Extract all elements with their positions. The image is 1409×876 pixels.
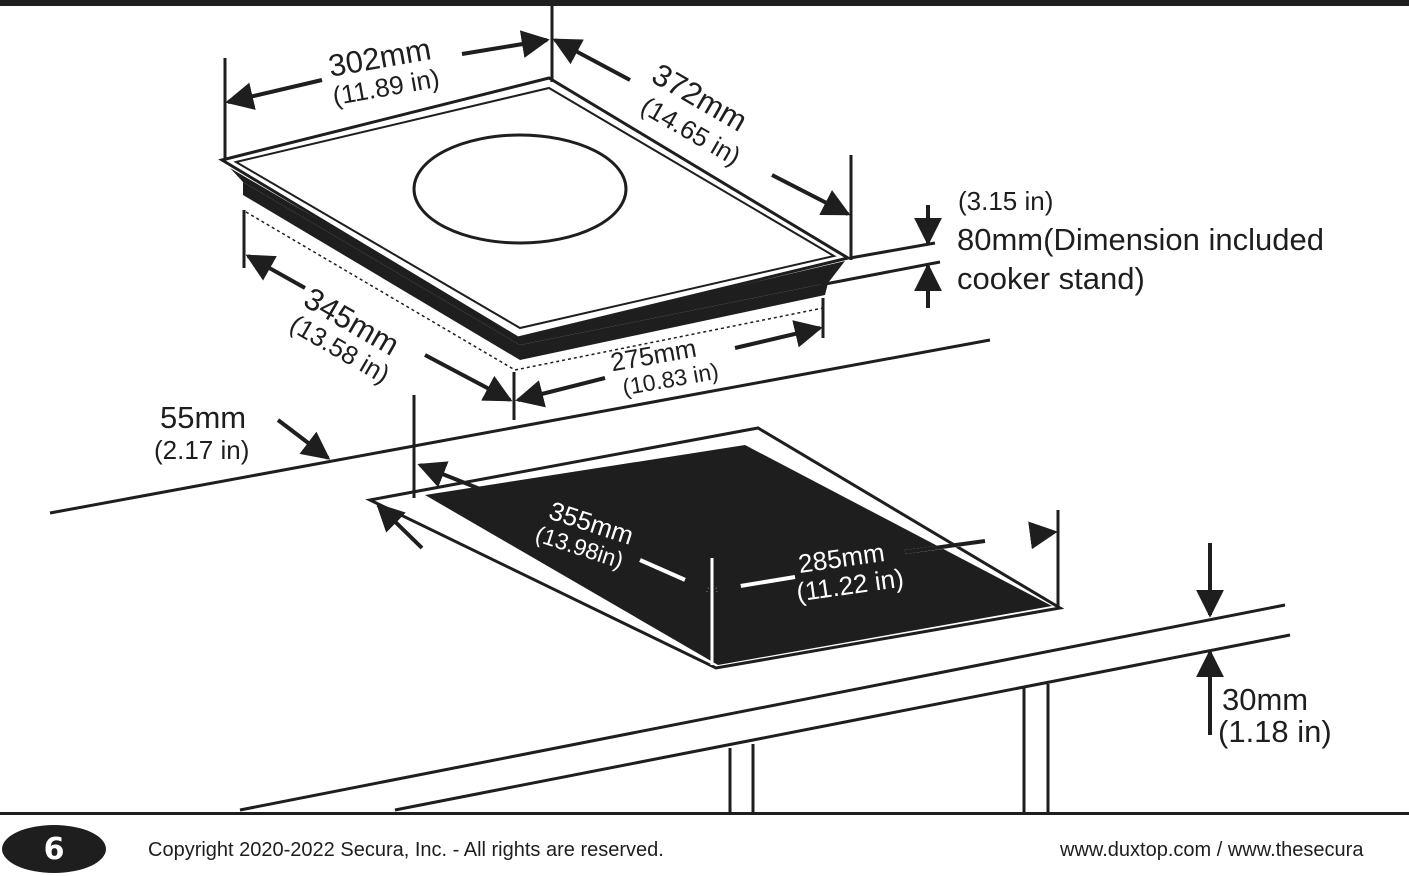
table-legs [728,684,1050,812]
label-80-line2: cooker stand) [957,261,1145,296]
counter-front-edge-bottom [394,633,1291,812]
label-80-line1: 80mm(Dimension included [957,222,1324,257]
website-links[interactable]: www.duxtop.com / www.thesecura [1060,839,1364,861]
arrow-275-left [515,376,606,408]
bottom-border [0,812,1409,815]
copyright-text: Copyright 2020-2022 Secura, Inc. - All r… [148,839,664,861]
arrow-355-bottom [639,558,711,593]
arrow-285-left [713,572,796,600]
arrow-55-right [276,418,331,460]
page-number-badge: 6 [2,825,106,873]
cooktop-unit [218,76,852,371]
top-border [0,0,1409,6]
cutout-opening [425,445,1052,665]
label-80-in: (3.15 in) [958,186,1054,216]
arrow-302-right [461,30,550,58]
label-55-in: (2.17 in) [154,435,250,465]
cooktop-glass [218,76,852,340]
arrow-345-bottom [424,353,513,402]
label-30-mm: 30mm [1222,682,1309,717]
arrow-345-top [245,254,306,290]
arrow-275-right [734,320,823,350]
arrow-55-left [375,503,424,550]
arrow-355-top [417,461,546,517]
counter-front-edge-top [239,603,1286,812]
burner-ring [412,133,628,245]
label-30-in: (1.18 in) [1218,714,1332,749]
arrow-372-top [552,38,631,82]
cooktop-underside [230,168,845,345]
label-55-mm: 55mm [160,400,247,435]
arrow-372-bottom [771,173,851,216]
arrow-302-left [225,78,323,110]
counter-back-edge [49,338,991,515]
